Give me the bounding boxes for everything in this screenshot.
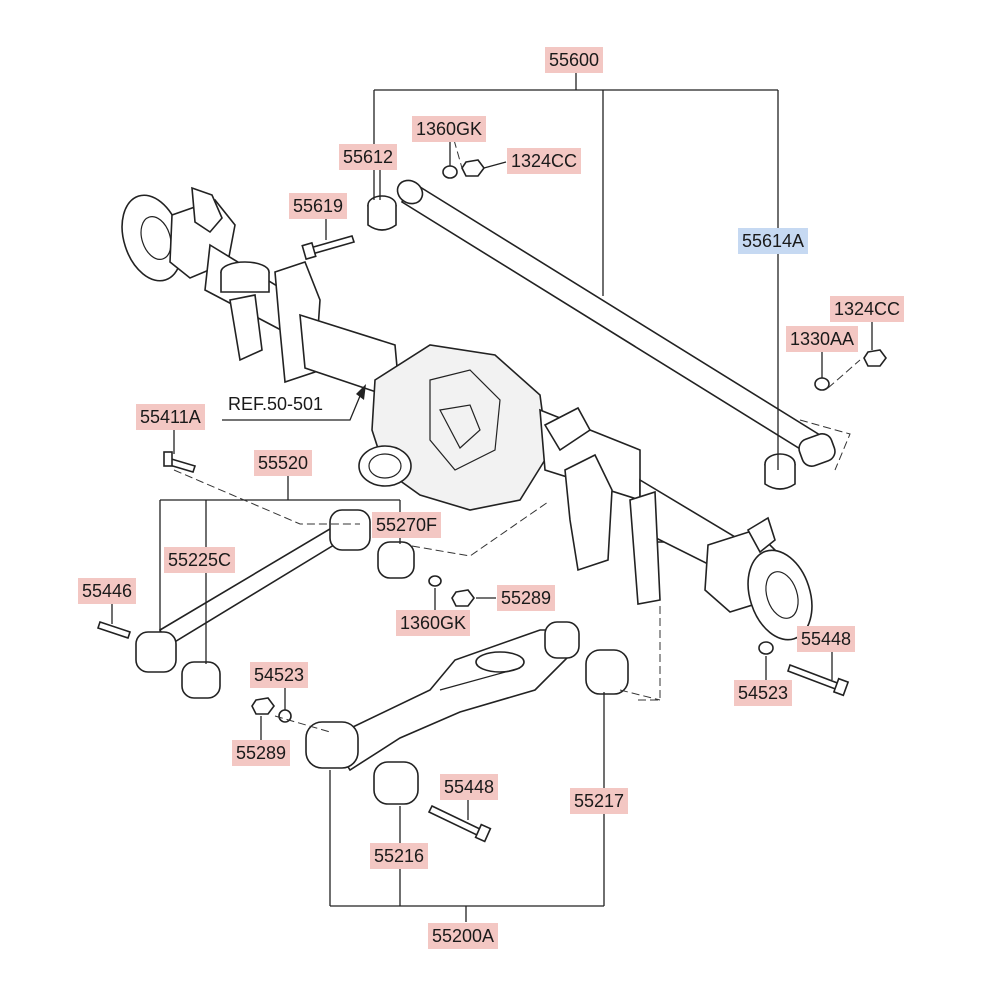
part-label-55448-right[interactable]: 55448 — [797, 626, 856, 652]
lateral-rod-assembly[interactable] — [393, 176, 838, 469]
part-label-55200A[interactable]: 55200A — [428, 923, 499, 949]
upper-arm-assembly[interactable] — [135, 509, 371, 673]
part-label-55446[interactable]: 55446 — [78, 578, 137, 604]
part-label-1330AA[interactable]: 1330AA — [786, 326, 859, 352]
part-label-55289-mid[interactable]: 55289 — [497, 585, 556, 611]
part-label-1360GK-mid[interactable]: 1360GK — [396, 610, 471, 636]
part-label-54523-left[interactable]: 54523 — [250, 662, 309, 688]
small-nuts-top[interactable] — [442, 159, 887, 391]
bolt-55448-right[interactable] — [786, 663, 850, 697]
part-label-55612[interactable]: 55612 — [339, 144, 398, 170]
part-label-55216[interactable]: 55216 — [370, 843, 429, 869]
alignment-dashes — [173, 139, 861, 733]
bushing-55614A[interactable] — [764, 453, 796, 490]
part-label-55520[interactable]: 55520 — [254, 450, 313, 476]
small-nuts-low[interactable] — [251, 641, 774, 723]
bushing-55270F[interactable] — [377, 541, 415, 579]
part-label-55600[interactable]: 55600 — [545, 47, 604, 73]
lower-arm-assembly[interactable] — [305, 621, 580, 772]
bolt-55619[interactable] — [301, 235, 356, 261]
part-label-55217[interactable]: 55217 — [570, 788, 629, 814]
reference-label: REF.50-501 — [226, 392, 326, 416]
part-label-55619[interactable]: 55619 — [289, 193, 348, 219]
part-label-55411A[interactable]: 55411A — [136, 404, 205, 430]
part-label-1324CC-top[interactable]: 1324CC — [507, 148, 582, 174]
part-label-1324CC-right[interactable]: 1324CC — [830, 296, 905, 322]
bolt-55446[interactable] — [96, 620, 132, 640]
bushing-55612[interactable] — [367, 195, 397, 231]
bushing-55217[interactable] — [585, 649, 629, 695]
part-label-54523-right[interactable]: 54523 — [734, 680, 793, 706]
part-label-55614A[interactable]: 55614A — [738, 228, 809, 254]
part-label-55448-low[interactable]: 55448 — [440, 774, 499, 800]
part-label-55270F[interactable]: 55270F — [372, 512, 442, 538]
part-label-55225C[interactable]: 55225C — [164, 547, 236, 573]
part-label-1360GK-top[interactable]: 1360GK — [412, 116, 487, 142]
rear-axle-housing[interactable] — [112, 186, 823, 649]
bushing-55225C[interactable] — [181, 661, 221, 699]
bolt-55448-low[interactable] — [427, 804, 492, 843]
bolt-55411A[interactable] — [163, 451, 197, 473]
small-nuts-mid[interactable] — [428, 575, 475, 607]
part-label-55289-left[interactable]: 55289 — [232, 740, 291, 766]
bushing-55216[interactable] — [373, 761, 419, 805]
